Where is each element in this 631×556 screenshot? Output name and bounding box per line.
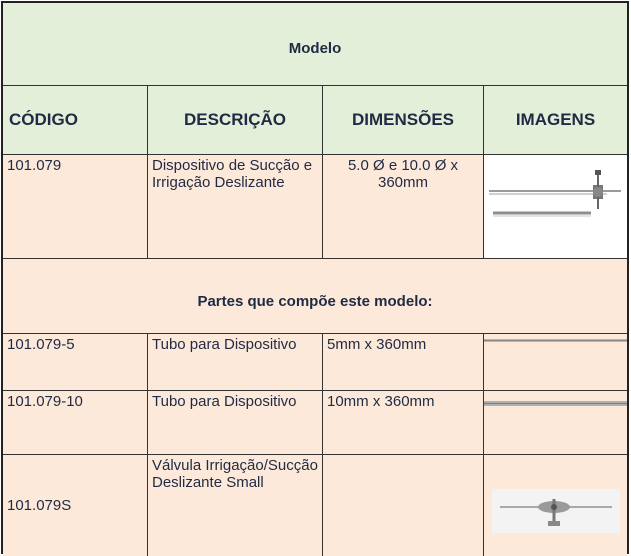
tube-image [484,339,627,342]
table-row-main: 101.079 Dispositivo de Sucção e Irrigaçã… [3,155,627,259]
part-code: 101.079-10 [3,391,147,454]
header-dimensions: DIMENSÕES [322,86,483,154]
header-images: IMAGENS [483,86,627,154]
main-dimensions: 5.0 Ø e 10.0 Ø x 360mm [322,155,483,258]
part-dimensions: 10mm x 360mm [322,391,483,454]
table-title-row: Modelo [3,3,627,86]
parts-title-row: Partes que compõe este modelo: [3,259,627,334]
part-description: Tubo para Dispositivo [147,334,322,390]
main-description: Dispositivo de Sucção e Irrigação Desliz… [147,155,322,258]
tube-image [484,401,627,406]
table-row: 101.079-5 Tubo para Dispositivo 5mm x 36… [3,334,627,391]
header-code: CÓDIGO [9,110,78,129]
part-description: Tubo para Dispositivo [147,391,322,454]
parts-title: Partes que compõe este modelo: [197,293,433,310]
table-header-row: CÓDIGO DESCRIÇÃO DIMENSÕES IMAGENS [3,86,627,155]
part-code: 101.079S [3,455,147,556]
part-dimensions [322,455,483,556]
suction-irrigation-device-image [489,170,621,217]
part-dimensions: 5mm x 360mm [322,334,483,390]
main-image-cell [483,155,627,258]
main-code: 101.079 [3,155,147,258]
part-image-cell [483,334,627,390]
part-code: 101.079-5 [3,334,147,390]
part-description: Válvula Irrigação/Sucção Deslizante Smal… [147,455,322,556]
table-title: Modelo [288,40,342,57]
table-row: 101.079S Válvula Irrigação/Sucção Desliz… [3,455,627,556]
part-image-cell [483,391,627,454]
table-row: 101.079-10 Tubo para Dispositivo 10mm x … [3,391,627,455]
valve-image [492,489,620,533]
header-description: DESCRIÇÃO [147,86,322,154]
part-image-cell [483,455,627,556]
